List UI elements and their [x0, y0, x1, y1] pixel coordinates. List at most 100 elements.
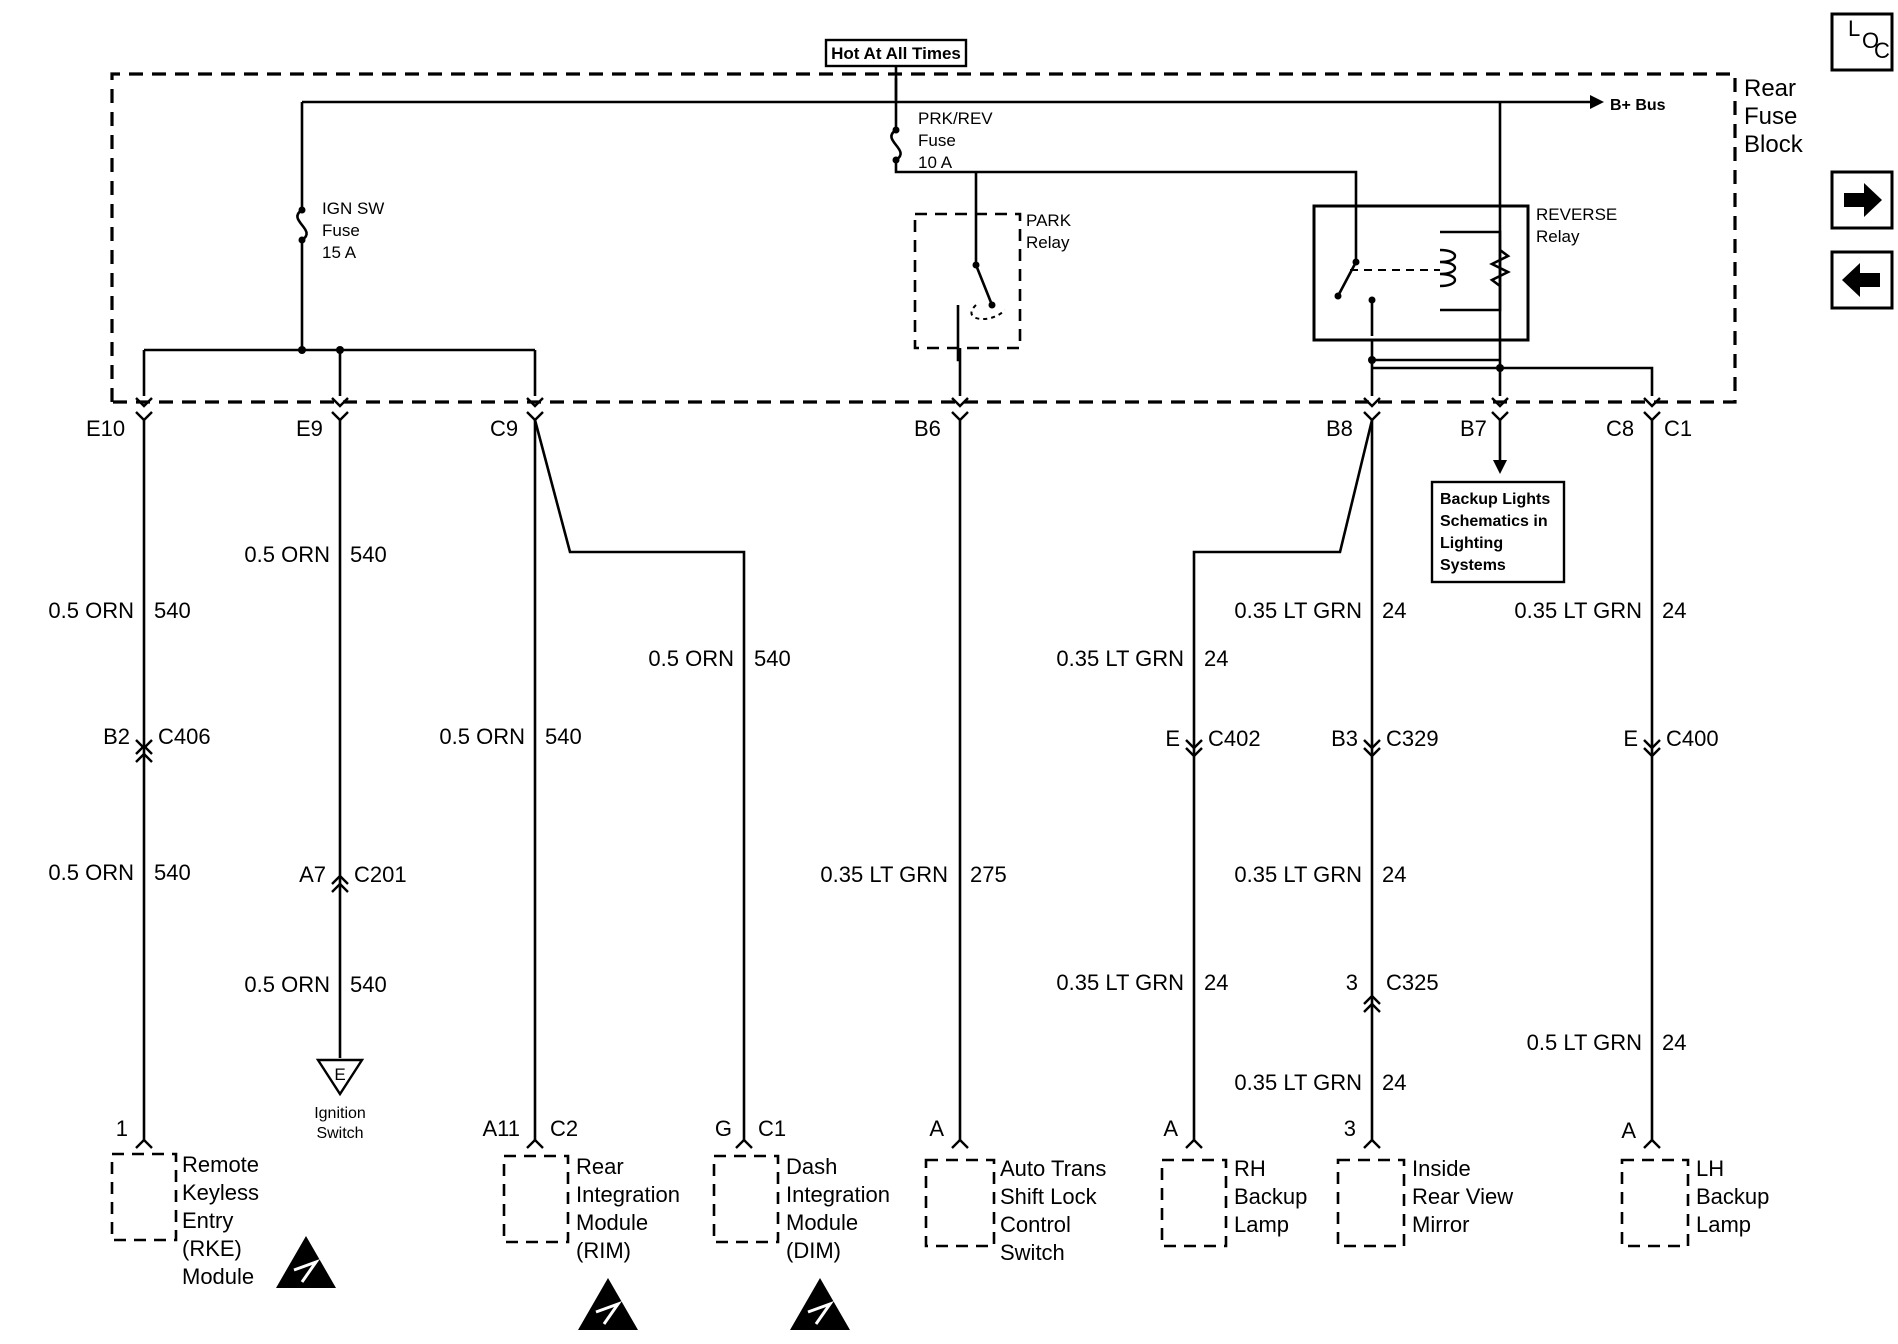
ign-fuse-label-1: IGN SW: [322, 199, 384, 218]
wire-b8-c-color: 0.35 LT GRN: [1234, 1070, 1362, 1095]
terminal-b8: B8: [1326, 416, 1353, 441]
arrow-left-icon: [1842, 263, 1880, 297]
terminal-e10: E10: [86, 416, 125, 441]
wire-rh-b-color: 0.35 LT GRN: [1056, 970, 1184, 995]
wire-b8-b-circuit: 24: [1382, 862, 1406, 887]
wire-e10-b-circuit: 540: [154, 860, 191, 885]
ign-fuse-label-2: Fuse: [322, 221, 360, 240]
connector-c329: B3 C329: [1331, 726, 1439, 758]
fuse-block-label-2: Fuse: [1744, 103, 1797, 130]
wire-rh-a-color: 0.35 LT GRN: [1056, 646, 1184, 671]
wire-e10-b-color: 0.5 ORN: [48, 860, 134, 885]
svg-text:C1: C1: [758, 1116, 786, 1141]
ground-symbol-icon: E: [315, 1058, 365, 1097]
park-relay-label-2: Relay: [1026, 233, 1070, 252]
connector-c406: B2 C406: [103, 724, 211, 763]
component-rim[interactable]: A11 C2 Rear Integration Module (RIM): [482, 1116, 679, 1263]
terminal-marks: [135, 397, 1661, 422]
svg-text:Dash: Dash: [786, 1154, 837, 1179]
svg-text:Entry: Entry: [182, 1208, 233, 1233]
component-rke[interactable]: 1 Remote Keyless Entry (RKE) Module: [110, 1116, 259, 1289]
wire-e10-a-circuit: 540: [154, 598, 191, 623]
loc-button[interactable]: L O C: [1830, 12, 1894, 72]
svg-text:C406: C406: [158, 724, 211, 749]
wire-b6-circuit: 275: [970, 862, 1007, 887]
svg-text:(RIM): (RIM): [576, 1238, 631, 1263]
ign-fuse-label-3: 15 A: [322, 243, 357, 262]
next-page-button[interactable]: [1830, 170, 1894, 230]
terminal-c1: C1: [1664, 416, 1692, 441]
svg-text:Shift Lock: Shift Lock: [1000, 1184, 1098, 1209]
note-line-4: Systems: [1440, 557, 1506, 574]
svg-text:Integration: Integration: [786, 1182, 890, 1207]
svg-text:A11: A11: [482, 1116, 520, 1141]
component-shift-lock[interactable]: A Auto Trans Shift Lock Control Switch: [924, 1116, 1106, 1265]
svg-text:1: 1: [116, 1116, 128, 1141]
wire-b8-a-color: 0.35 LT GRN: [1234, 598, 1362, 623]
svg-text:A: A: [1163, 1116, 1178, 1141]
svg-text:C402: C402: [1208, 726, 1261, 751]
connector-c400: E C400: [1623, 726, 1719, 758]
component-mirror[interactable]: 3 Inside Rear View Mirror: [1336, 1116, 1513, 1248]
wire-c1-b-color: 0.5 LT GRN: [1527, 1030, 1642, 1055]
bus-label: B+ Bus: [1610, 97, 1666, 114]
svg-text:Lamp: Lamp: [1234, 1212, 1289, 1237]
svg-text:E: E: [1165, 726, 1180, 751]
wire-b8-a-circuit: 24: [1382, 598, 1406, 623]
svg-text:E: E: [1623, 726, 1638, 751]
esd-sensitive-icon: [790, 1278, 850, 1330]
fuse-block-label-1: Rear: [1744, 75, 1796, 102]
component-dim[interactable]: G C1 Dash Integration Module (DIM): [712, 1116, 890, 1263]
svg-text:Auto Trans: Auto Trans: [1000, 1156, 1106, 1181]
svg-text:Module: Module: [786, 1210, 858, 1235]
svg-text:Module: Module: [576, 1210, 648, 1235]
terminal-b6: B6: [914, 416, 941, 441]
wire-b8-b-color: 0.35 LT GRN: [1234, 862, 1362, 887]
ground-label-1: Ignition: [314, 1105, 366, 1122]
ground-label-2: Switch: [316, 1125, 363, 1142]
backup-lights-note[interactable]: Backup Lights Schematics in Lighting Sys…: [1430, 480, 1566, 584]
svg-text:Inside: Inside: [1412, 1156, 1471, 1181]
terminal-b7: B7: [1460, 416, 1487, 441]
component-lh-lamp[interactable]: A LH Backup Lamp: [1620, 1118, 1769, 1248]
wire-rh-a-circuit: 24: [1204, 646, 1228, 671]
svg-text:E: E: [334, 1065, 345, 1084]
terminal-c9: C9: [490, 416, 518, 441]
svg-text:C400: C400: [1666, 726, 1719, 751]
svg-text:(RKE): (RKE): [182, 1236, 242, 1261]
prk-rev-fuse-icon: [890, 126, 902, 164]
terminal-c8: C8: [1606, 416, 1634, 441]
prk-fuse-label-2: Fuse: [918, 131, 956, 150]
wire-b8-c-circuit: 24: [1382, 1070, 1406, 1095]
note-line-1: Backup Lights: [1440, 491, 1550, 508]
svg-text:C2: C2: [550, 1116, 578, 1141]
wire-e9-a-color: 0.5 ORN: [244, 542, 330, 567]
svg-text:Control: Control: [1000, 1212, 1071, 1237]
prev-page-button[interactable]: [1830, 250, 1894, 310]
svg-text:(DIM): (DIM): [786, 1238, 841, 1263]
svg-text:Module: Module: [182, 1264, 254, 1289]
note-line-2: Schematics in: [1440, 513, 1548, 530]
note-line-3: Lighting: [1440, 535, 1503, 552]
park-relay: [913, 186, 1022, 396]
connector-c325: 3 C325: [1346, 970, 1439, 1013]
wire-rh-b-circuit: 24: [1204, 970, 1228, 995]
svg-text:Rear View: Rear View: [1412, 1184, 1513, 1209]
svg-text:C325: C325: [1386, 970, 1439, 995]
component-rh-lamp[interactable]: A RH Backup Lamp: [1160, 1116, 1307, 1248]
svg-text:C329: C329: [1386, 726, 1439, 751]
wire-c9-dim-color: 0.5 ORN: [648, 646, 734, 671]
b7-arrow-icon: [1493, 460, 1507, 474]
wire-c1-a-circuit: 24: [1662, 598, 1686, 623]
wire-c1-b-circuit: 24: [1662, 1030, 1686, 1055]
svg-text:A: A: [929, 1116, 944, 1141]
reverse-relay-label-1: REVERSE: [1536, 205, 1617, 224]
svg-text:Remote: Remote: [182, 1152, 259, 1177]
svg-text:Rear: Rear: [576, 1154, 624, 1179]
svg-text:Integration: Integration: [576, 1182, 680, 1207]
prk-fuse-label-3: 10 A: [918, 153, 953, 172]
terminal-row: E10 E9 C9 B6 B8 B7 C8 C1: [86, 416, 1692, 441]
svg-text:Mirror: Mirror: [1412, 1212, 1469, 1237]
connector-c201: A7 C201: [299, 862, 407, 893]
